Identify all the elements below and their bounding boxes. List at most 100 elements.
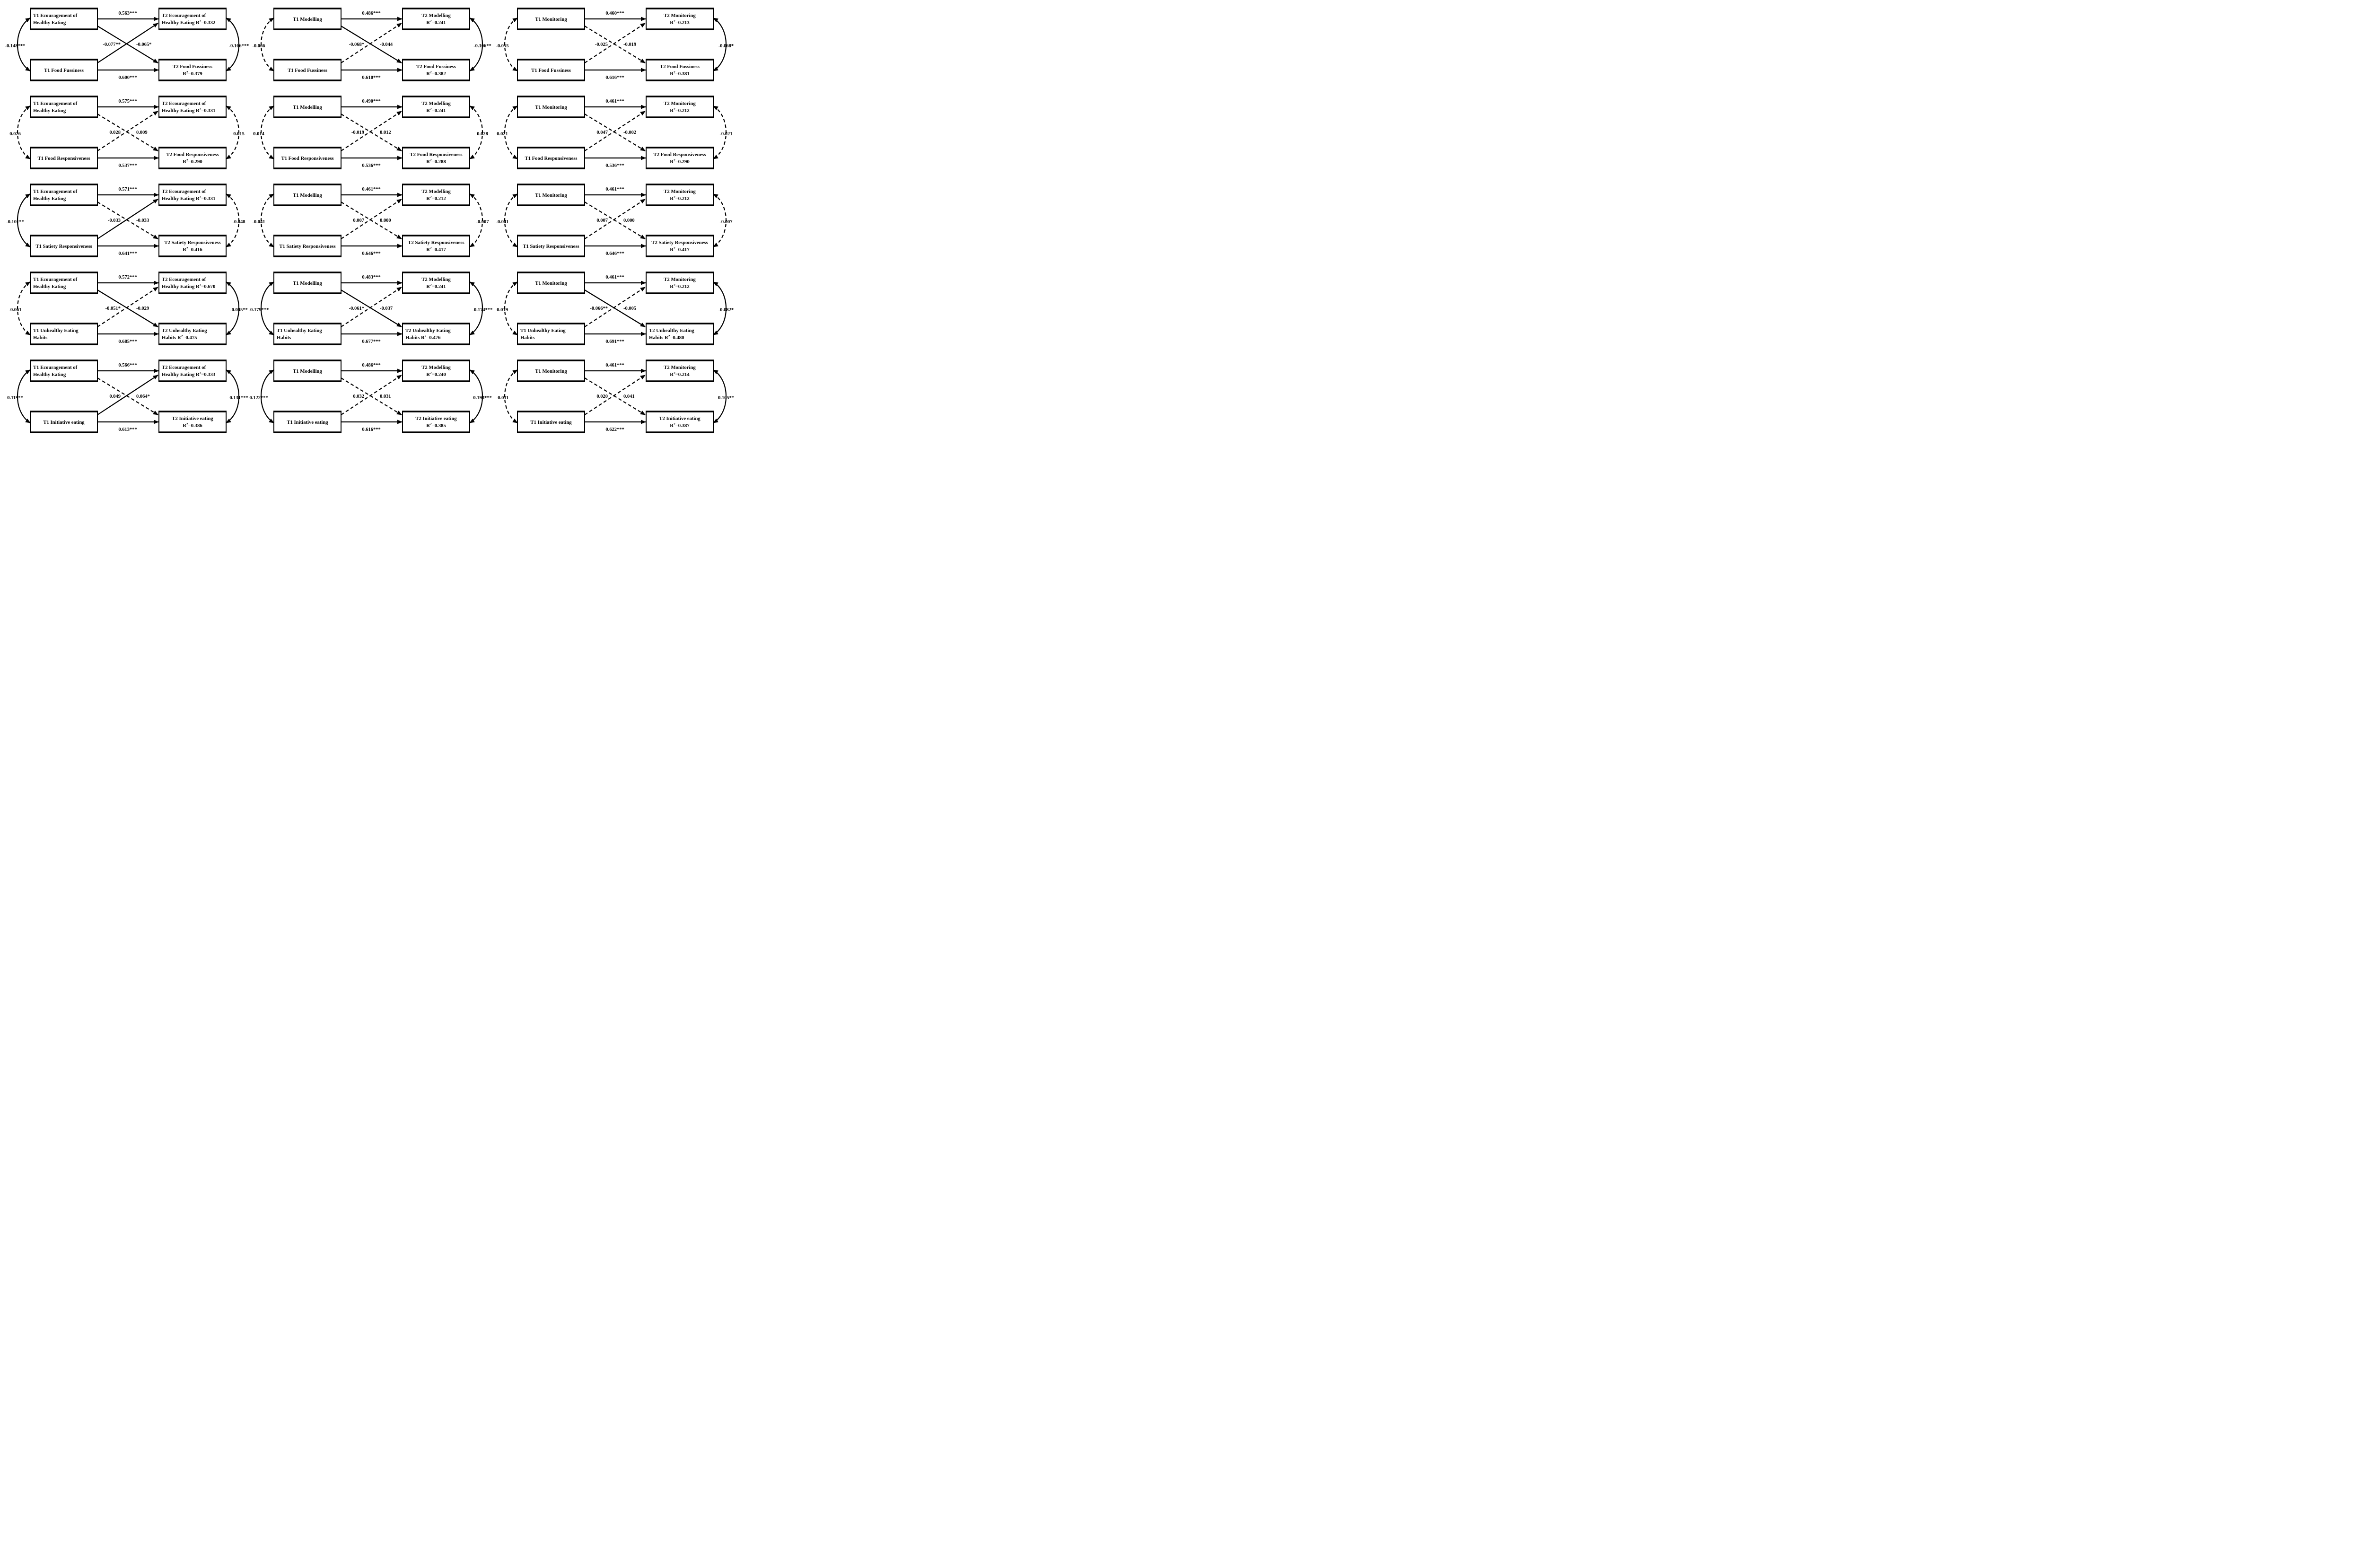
t1-top-box (517, 184, 585, 206)
t2-top-box (158, 8, 227, 30)
correlation-right-coefficient: -0.082* (718, 307, 734, 313)
t2-bottom-box-label: R2=0.385 (426, 422, 446, 429)
cross-lagged-down-arrow (584, 114, 646, 151)
t1-top-box-label: T1 Modelling (293, 17, 322, 22)
correlation-right-arrow (713, 105, 727, 159)
t1-top-box-label: T1 Modelling (293, 280, 322, 286)
t1-top-box (30, 360, 98, 382)
stability-top-coefficient: 0.486*** (362, 11, 380, 16)
cross-lagged-up-arrow (97, 199, 158, 239)
cross-down-coefficient: -0.066** (590, 306, 608, 311)
cross-lagged-up-arrow (97, 375, 158, 415)
cross-up-coefficient: -0.037 (380, 306, 393, 311)
t1-bottom-box-label: T1 Food Responsiveness (525, 156, 577, 161)
cross-lagged-up-arrow (341, 199, 402, 239)
t1-bottom-box-label: T1 Food Fussiness (44, 68, 84, 73)
t2-bottom-box-label: T2 Food Fussiness (173, 64, 212, 70)
t1-top-box-label: T1 Modelling (293, 105, 322, 110)
t2-bottom-box-label: T2 Satiety Responsiveness (408, 240, 464, 245)
t2-top-box (158, 360, 227, 382)
t2-bottom-box (158, 235, 227, 257)
t1-top-box-label: T1 Modelling (293, 193, 322, 198)
cross-lagged-down-arrow (97, 26, 158, 63)
cross-down-coefficient: 0.007 (596, 218, 608, 223)
t2-top-box (158, 184, 227, 206)
cross-lagged-up-arrow (341, 23, 402, 63)
cross-up-coefficient: -0.002 (623, 130, 636, 135)
t2-top-box (646, 8, 714, 30)
t2-bottom-box-label: T2 Satiety Responsiveness (164, 240, 220, 245)
t1-bottom-box-label: Habits (277, 335, 291, 341)
cross-lagged-up-arrow (584, 375, 646, 415)
t1-bottom-box-label: T1 Food Responsiveness (37, 156, 90, 161)
t2-top-box-label: T2 Ecouragement of (162, 189, 206, 194)
t2-top-box-label: Healthy Eating R2=0.332 (162, 19, 215, 26)
cross-lagged-up-arrow (584, 111, 646, 151)
cross-up-coefficient: 0.041 (623, 394, 635, 399)
correlation-right-coefficient: -0.021 (719, 131, 732, 137)
t2-top-box-label: T2 Modelling (421, 365, 451, 370)
stability-bottom-coefficient: 0.641*** (118, 251, 137, 256)
t1-top-box-label: T1 Ecouragement of (33, 277, 78, 282)
t1-top-box-label: T1 Monitoring (535, 368, 567, 374)
t2-bottom-box (402, 59, 470, 81)
correlation-right-coefficient: 0.028 (477, 131, 488, 137)
t1-bottom-box-label: T1 Satiety Responsiveness (523, 244, 579, 249)
t1-bottom-box-label: T1 Initiative eating (530, 420, 572, 425)
t2-top-box-label: T2 Modelling (421, 189, 451, 194)
stability-bottom-coefficient: 0.616*** (362, 427, 380, 432)
t2-top-box-label: T2 Monitoring (664, 101, 696, 106)
t2-bottom-box-label: Habits R2=0.480 (649, 334, 684, 341)
t2-bottom-box (402, 411, 470, 433)
cross-up-coefficient: 0.000 (623, 218, 635, 223)
t2-top-box-label: Healthy Eating R2=0.670 (162, 283, 215, 289)
t2-bottom-box-label: T2 Initiative eating (659, 416, 701, 421)
t2-top-box (646, 96, 714, 118)
t2-top-box-label: T2 Modelling (421, 13, 451, 18)
t2-top-box (402, 8, 470, 30)
t2-bottom-box-label: T2 Unhealthy Eating (649, 328, 694, 333)
correlation-left-arrow (504, 369, 518, 423)
t1-bottom-box-label: T1 Unhealthy Eating (277, 328, 322, 333)
correlation-right-arrow (469, 193, 483, 247)
t1-top-box-label: T1 Ecouragement of (33, 101, 78, 106)
stability-top-coefficient: 0.571*** (118, 187, 137, 192)
correlation-left-coefficient: 0.014 (253, 131, 264, 137)
correlation-right-arrow (469, 281, 483, 335)
t1-bottom-box-label: Habits (33, 335, 47, 341)
t1-bottom-box-label: Habits (520, 335, 534, 341)
correlation-left-coefficient: 0.021 (497, 131, 508, 137)
cross-down-coefficient: -0.025 (595, 42, 608, 47)
cross-up-coefficient: 0.031 (380, 394, 391, 399)
correlation-right-coefficient: -0.166*** (229, 44, 249, 49)
t2-top-box-label: T2 Ecouragement of (162, 101, 206, 106)
cross-lagged-up-arrow (341, 287, 402, 327)
cross-lagged-up-arrow (97, 111, 158, 151)
correlation-left-coefficient: -0.061 (9, 307, 21, 313)
t2-top-box-label: T2 Monitoring (664, 365, 696, 370)
correlation-right-coefficient: 0.193*** (473, 395, 491, 401)
t2-bottom-box-label: Habits R2=0.476 (405, 334, 441, 341)
t2-top-box (402, 360, 470, 382)
correlation-right-coefficient: -0.007 (476, 219, 489, 225)
correlation-left-arrow (17, 105, 31, 159)
correlation-right-arrow (713, 193, 727, 247)
t1-bottom-box (517, 323, 585, 345)
correlation-left-coefficient: -0.066 (252, 44, 265, 49)
correlation-left-arrow (17, 18, 31, 71)
t2-bottom-box (646, 323, 714, 345)
correlation-left-arrow (17, 281, 31, 335)
cross-up-coefficient: -0.019 (623, 42, 636, 47)
correlation-right-coefficient: -0.106** (473, 44, 491, 49)
t1-top-box-label: T1 Monitoring (535, 280, 567, 286)
correlation-right-coefficient: -0.007 (719, 219, 732, 225)
t2-top-box (402, 272, 470, 294)
t2-top-box-label: T2 Monitoring (664, 277, 696, 282)
t2-top-box-label: R2=0.241 (426, 19, 446, 26)
t1-bottom-box (517, 411, 585, 433)
t2-bottom-box (402, 235, 470, 257)
t2-bottom-box-label: T2 Food Fussiness (416, 64, 456, 70)
t1-top-box (30, 96, 98, 118)
